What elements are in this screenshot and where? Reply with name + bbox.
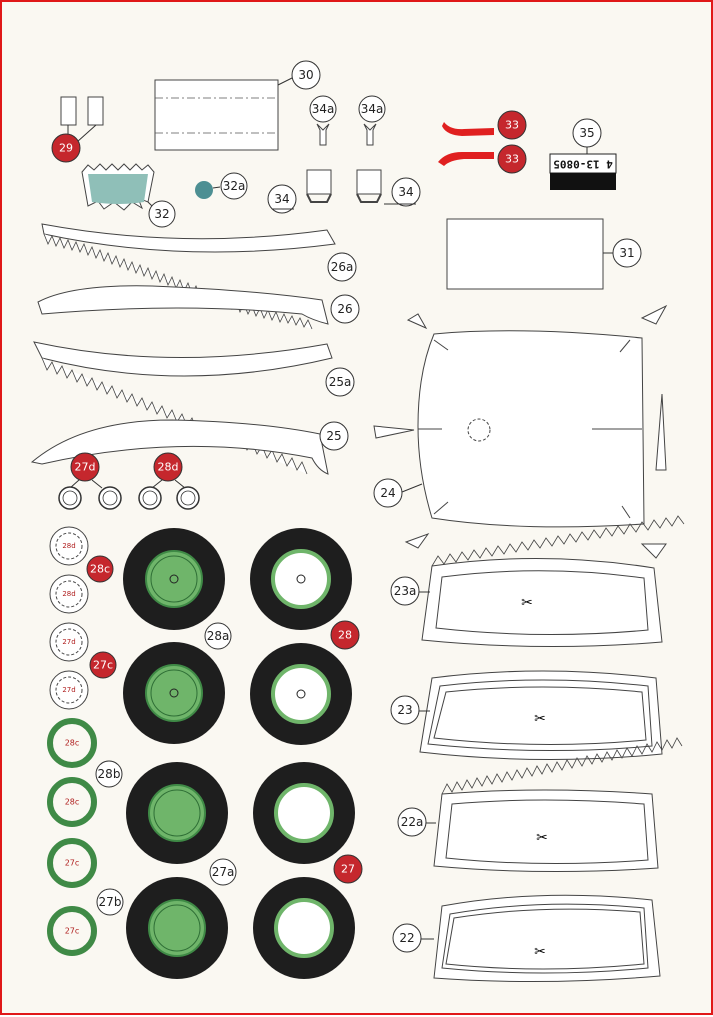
discs-27d: 27d 27d 27c: [49, 622, 117, 710]
label-28d: 28d: [158, 461, 179, 474]
label-34-left: 34: [274, 192, 289, 206]
part-30: 30: [154, 60, 321, 151]
part-26: 26: [37, 285, 360, 325]
label-34a-left: 34a: [312, 102, 335, 116]
label-31: 31: [619, 246, 634, 260]
label-28a: 28a: [207, 629, 230, 643]
label-34-right: 34: [398, 185, 413, 199]
tag-28c-1: 28c: [65, 739, 80, 748]
rings-27c: 27c 27c 27b: [47, 838, 124, 956]
part-34-left: 34: [267, 169, 332, 214]
label-32a: 32a: [223, 179, 246, 193]
label-30: 30: [298, 68, 313, 82]
label-27: 27: [341, 863, 355, 876]
part-34a-right: 34a: [358, 95, 386, 146]
label-27d: 27d: [75, 461, 96, 474]
license-plate-text: 4 13-0805: [553, 158, 613, 171]
label-27c: 27c: [93, 659, 113, 672]
scissors-icon: ✂: [536, 830, 548, 846]
label-32: 32: [154, 207, 169, 221]
part-31: 31: [446, 218, 642, 290]
part-32: 32: [81, 163, 176, 228]
label-28: 28: [338, 629, 352, 642]
part-22: ✂ 22: [392, 894, 661, 983]
part-29: 29: [51, 96, 104, 163]
wheels-28a: 28a: [123, 528, 232, 744]
label-25a: 25a: [329, 375, 352, 389]
part-28d: 28d: [138, 452, 200, 510]
wheels-27: 27: [253, 762, 363, 979]
part-34a-left: 34a: [309, 95, 337, 146]
label-22: 22: [399, 931, 414, 945]
label-28c: 28c: [90, 563, 110, 576]
label-33-bottom: 33: [505, 153, 519, 166]
label-26a: 26a: [331, 260, 354, 274]
label-28b: 28b: [98, 767, 121, 781]
label-29: 29: [59, 142, 73, 155]
label-27b: 27b: [99, 895, 122, 909]
tag-28d-2: 28d: [62, 590, 75, 598]
wheels-28: 28: [250, 528, 360, 745]
scissors-icon: ✂: [521, 595, 533, 611]
rings-28c: 28c 28c 28b: [47, 718, 123, 827]
scissors-icon: ✂: [534, 944, 546, 960]
label-34a-right: 34a: [361, 102, 384, 116]
label-27a: 27a: [212, 865, 235, 879]
scissors-icon: ✂: [534, 711, 546, 727]
label-22a: 22a: [401, 815, 424, 829]
label-23a: 23a: [394, 584, 417, 598]
part-33-bottom: 33: [438, 144, 527, 174]
part-23: ✂ 23: [390, 670, 663, 761]
tag-27c-2: 27c: [65, 927, 80, 936]
part-34-right: 34: [356, 169, 421, 207]
part-32a: 32a: [195, 172, 248, 200]
part-35: 35 4 13-0805: [549, 118, 617, 190]
tag-27d-1: 27d: [62, 638, 75, 646]
part-27d: 27d: [58, 452, 122, 510]
part-24: 24: [373, 304, 668, 559]
part-23a: ✂ 23a: [390, 515, 685, 648]
label-33-top: 33: [505, 119, 519, 132]
label-26: 26: [337, 302, 352, 316]
label-25: 25: [326, 429, 341, 443]
part-22a: ✂ 22a: [397, 737, 683, 873]
label-24: 24: [380, 486, 395, 500]
tag-27c-1: 27c: [65, 859, 80, 868]
label-35: 35: [579, 126, 594, 140]
tag-28d-1: 28d: [62, 542, 75, 550]
label-23: 23: [397, 703, 412, 717]
part-33-top: 33: [442, 110, 527, 140]
tag-27d-2: 27d: [62, 686, 75, 694]
wheels-27a: 27a: [126, 762, 237, 979]
tag-28c-2: 28c: [65, 798, 80, 807]
part-25: 25: [30, 419, 349, 475]
discs-28d: 28d 28d 28c: [49, 526, 114, 614]
